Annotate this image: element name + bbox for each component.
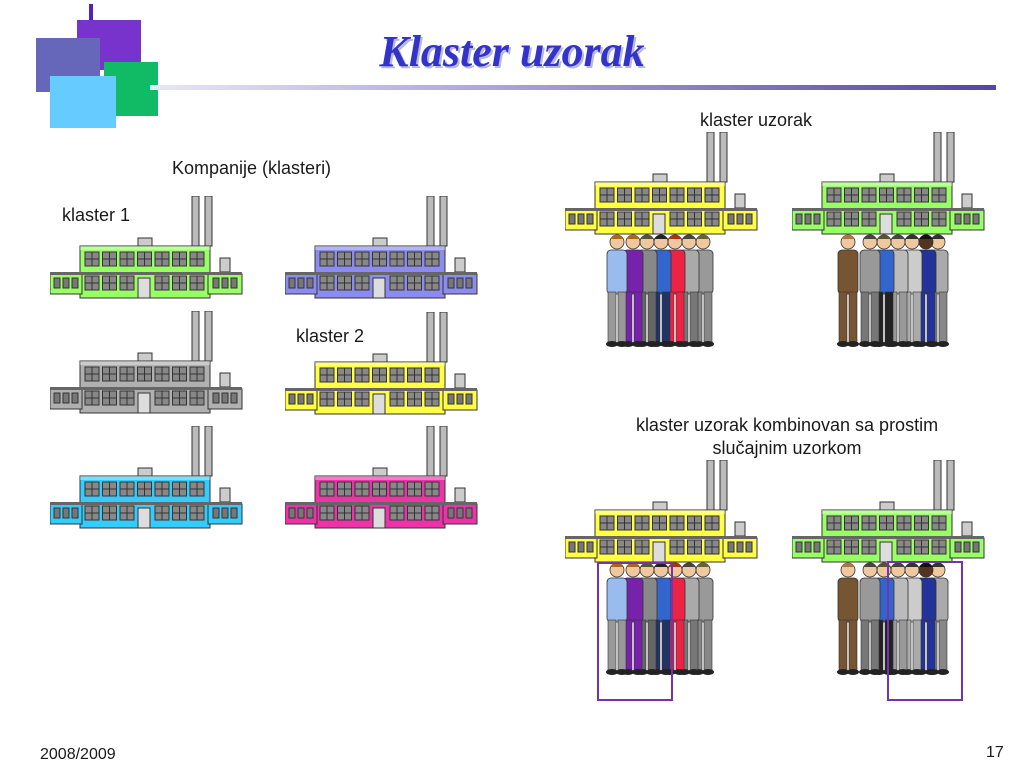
cluster-sample-label: klaster uzorak xyxy=(700,110,813,130)
page-title: Klaster uzorak xyxy=(379,27,645,76)
combined-label-line1: klaster uzorak kombinovan sa prostim xyxy=(635,415,939,435)
factory-yellow-bottom-factory-icon xyxy=(564,459,760,570)
people-group-2-top-people-group-icon xyxy=(830,230,955,360)
cluster1-label: klaster 1 xyxy=(62,205,131,225)
selection-box-left xyxy=(597,562,673,701)
footer-year: 2008/2009 xyxy=(40,746,116,763)
decorative-squares-icon xyxy=(36,4,158,128)
people-group-2-bottom-people-group-icon xyxy=(830,558,955,688)
factory-yellow-1-factory-icon xyxy=(284,311,480,422)
factory-green-bottom-factory-icon xyxy=(791,459,987,570)
page-number: 17 xyxy=(986,744,1004,761)
factory-green-top-factory-icon xyxy=(791,131,987,242)
people-group-1-top-people-group-icon xyxy=(603,230,728,360)
factory-yellow-top-factory-icon xyxy=(564,131,760,242)
title-underline xyxy=(150,85,996,90)
combined-label-line2: slučajnim uzorkom xyxy=(712,438,862,458)
companies-label: Kompanije (klasteri) xyxy=(172,158,332,178)
cluster2-label: klaster 2 xyxy=(296,326,365,346)
combined-sample-label: klaster uzorak kombinovan sa prostim slu… xyxy=(612,415,962,459)
factory-green-1-factory-icon xyxy=(49,195,245,306)
selection-box-right xyxy=(887,561,963,701)
factory-gray-factory-icon xyxy=(49,310,245,421)
factory-blue-factory-icon xyxy=(284,195,480,306)
factory-magenta-factory-icon xyxy=(284,425,480,536)
factory-cyan-factory-icon xyxy=(49,425,245,536)
